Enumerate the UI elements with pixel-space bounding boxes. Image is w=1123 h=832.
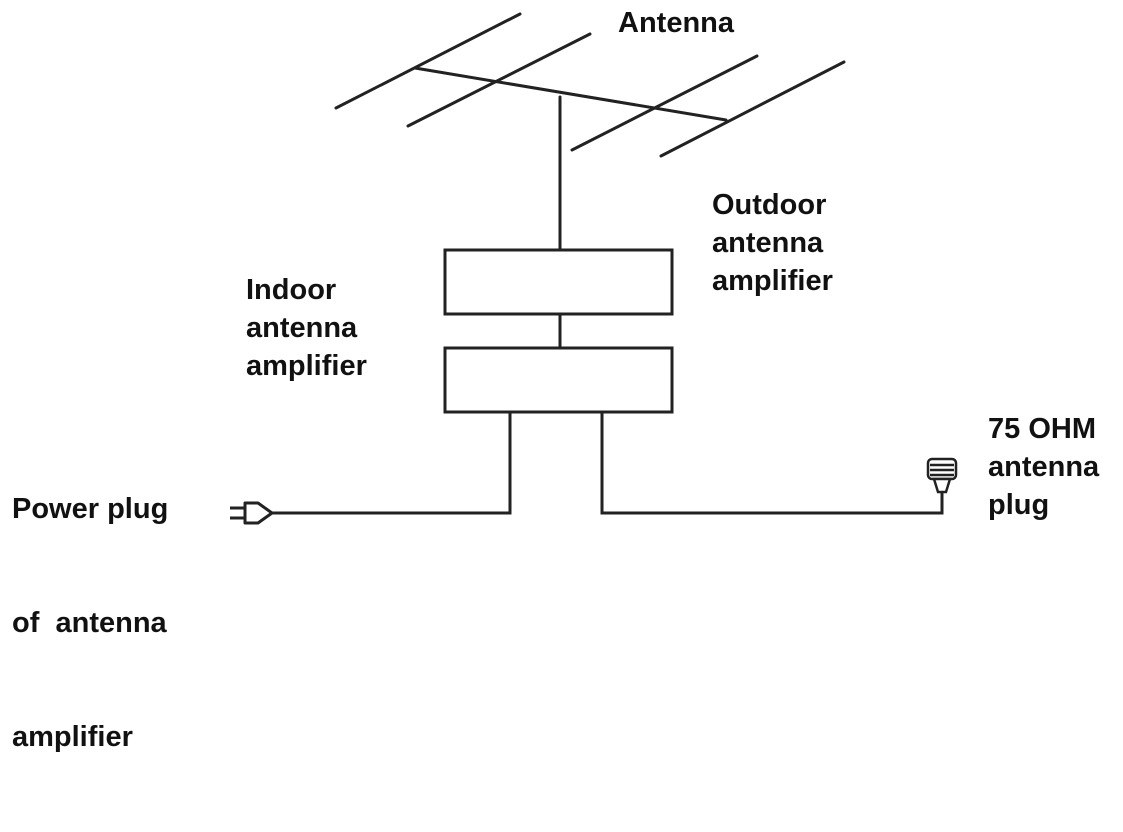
ohm-label-line-3: plug — [988, 489, 1050, 521]
antenna-element-4 — [659, 60, 846, 158]
power-plug-icon — [230, 501, 274, 525]
antenna-label: Antenna — [618, 4, 734, 42]
power-label-line-3: amplifier — [12, 721, 133, 753]
indoor-label-line-1: Indoor — [246, 274, 337, 306]
ohm-label-line-1: 75 OHM — [988, 413, 1096, 445]
power-label-line-1: Power plug — [12, 493, 169, 525]
ohm-plug-label: 75 OHM antenna plug — [988, 410, 1099, 524]
antenna-label-text: Antenna — [618, 7, 734, 39]
indoor-amplifier-label: Indoor antenna amplifier — [246, 271, 367, 385]
antenna-element-2 — [406, 32, 592, 128]
diagram-drawing — [230, 12, 958, 525]
antenna-element-1 — [334, 12, 522, 110]
antenna-amplifier-diagram: Antenna Outdoor antenna amplifier Indoor… — [12, 4, 1099, 753]
power-label-line-2: of antenna — [12, 607, 167, 639]
coax-plug-icon — [926, 457, 958, 494]
ohm-label-line-2: antenna — [988, 451, 1100, 483]
outdoor-label-line-1: Outdoor — [712, 189, 827, 221]
outdoor-label-line-3: amplifier — [712, 265, 833, 297]
outdoor-amplifier-label: Outdoor antenna amplifier — [712, 186, 833, 300]
antenna-element-3 — [570, 54, 759, 152]
outdoor-amplifier-box — [443, 248, 674, 316]
outdoor-label-line-2: antenna — [712, 227, 824, 259]
antenna-boom — [413, 66, 728, 122]
indoor-amplifier-box — [443, 346, 674, 414]
coax-cable — [600, 410, 944, 515]
indoor-label-line-3: amplifier — [246, 350, 367, 382]
indoor-label-line-2: antenna — [246, 312, 358, 344]
power-cable — [270, 410, 512, 515]
power-plug-label: Power plug of antenna amplifier — [12, 414, 168, 832]
